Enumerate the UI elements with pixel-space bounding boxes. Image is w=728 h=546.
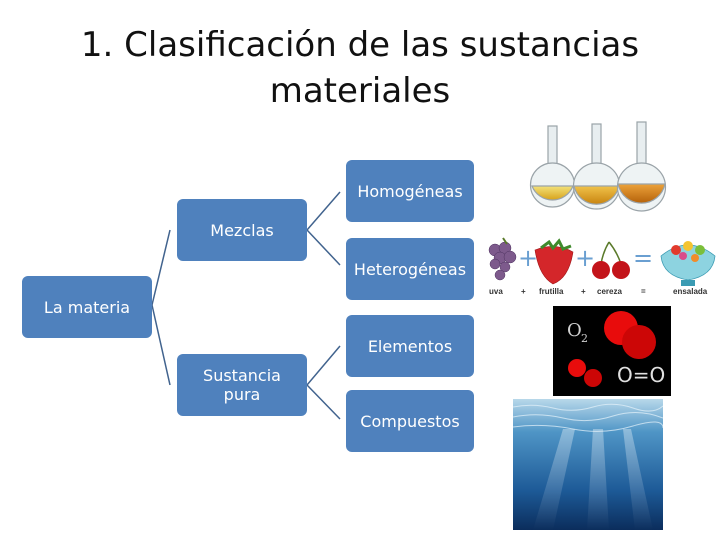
node-sustancia-pura: Sustancia pura: [177, 354, 307, 416]
connector-mezclas-homogeneas: [306, 191, 341, 231]
svg-text:+: +: [575, 244, 595, 272]
svg-text:=: =: [633, 244, 653, 272]
node-mezclas: Mezclas: [177, 199, 307, 261]
connector-root-sustancia: [151, 304, 171, 386]
label-frutilla: frutilla: [539, 287, 564, 296]
molecule-subscript: 2: [581, 332, 588, 345]
water-image: [513, 399, 663, 530]
label-ensalada: ensalada: [673, 287, 708, 296]
node-compuestos: Compuestos: [346, 390, 474, 452]
oxygen-molecule-image: O 2 O=O: [553, 306, 671, 396]
molecule-formula: O: [567, 320, 582, 341]
label-cereza: cereza: [597, 287, 622, 296]
node-la-materia: La materia: [22, 276, 152, 338]
node-heterogeneas: Heterogéneas: [346, 238, 474, 300]
svg-text:+: +: [518, 244, 538, 272]
connector-root-mezclas: [151, 229, 171, 306]
node-elementos: Elementos: [346, 315, 474, 377]
node-homogeneas: Homogéneas: [346, 160, 474, 222]
label-plus-1: +: [521, 287, 526, 296]
label-equals: =: [641, 287, 646, 296]
label-plus-2: +: [581, 287, 586, 296]
connector-sustancia-compuestos: [306, 384, 341, 420]
slide-title: 1. Clasificación de las sustancias mater…: [80, 25, 640, 111]
flasks-image: [528, 120, 678, 215]
connector-mezclas-heterogeneas: [306, 229, 341, 266]
molecule-structure: O=O: [617, 363, 665, 387]
label-uva: uva: [489, 287, 503, 296]
connector-sustancia-elementos: [306, 345, 341, 386]
fruit-salad-image: + + = uva + frutilla + cereza = ensalada: [483, 228, 723, 300]
